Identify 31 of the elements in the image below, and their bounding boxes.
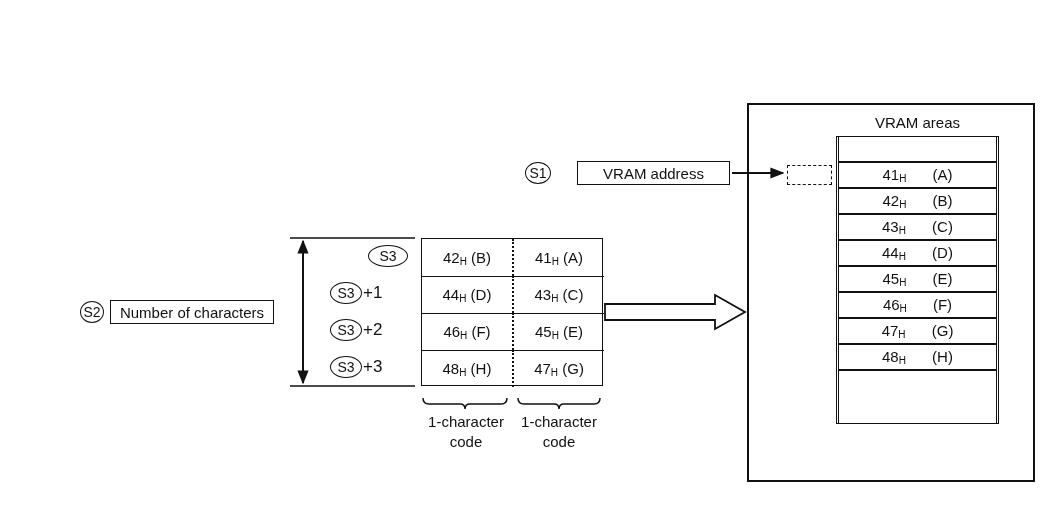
table-cell: 48$_{H}$ (H) xyxy=(422,350,514,387)
table-cell: 47$_{H}$ (G) xyxy=(514,350,604,387)
caption-text: 1-character code xyxy=(427,412,505,452)
column-heading: VRAM areas xyxy=(874,114,961,131)
arrow xyxy=(731,167,785,179)
label-box: VRAM address xyxy=(577,161,730,185)
memory-row: 47$_{H}$ (G) xyxy=(838,318,997,344)
offset-label: +1 xyxy=(363,283,383,303)
table-cell: 45$_{H}$ (E) xyxy=(514,313,604,350)
data-table xyxy=(421,238,603,386)
table-cell: 41$_{H}$ (A) xyxy=(514,239,604,276)
memory-row: 44$_{H}$ (D) xyxy=(838,240,997,266)
memory-row: 41$_{H}$ (A) xyxy=(838,162,997,188)
table-cell: 46$_{H}$ (F) xyxy=(422,313,514,350)
table-cell: 43$_{H}$ (C) xyxy=(514,276,604,313)
memory-row: 46$_{H}$ (F) xyxy=(838,292,997,318)
offset-label: +2 xyxy=(363,320,383,340)
block-arrow xyxy=(604,293,747,331)
memory-row: 43$_{H}$ (C) xyxy=(838,214,997,240)
dashed-box xyxy=(787,165,832,185)
label-box: Number of characters xyxy=(110,300,274,324)
memory-row xyxy=(838,370,997,424)
table-cell: 44$_{H}$ (D) xyxy=(422,276,514,313)
offset-label: +3 xyxy=(363,357,383,377)
caption-text: 1-character code xyxy=(520,412,598,452)
memory-row: 45$_{H}$ (E) xyxy=(838,266,997,292)
memory-row xyxy=(838,136,997,162)
table-cell: 42$_{H}$ (B) xyxy=(422,239,514,276)
memory-row: 42$_{H}$ (B) xyxy=(838,188,997,214)
module-frame xyxy=(747,103,1035,482)
memory-row: 48$_{H}$ (H) xyxy=(838,344,997,370)
